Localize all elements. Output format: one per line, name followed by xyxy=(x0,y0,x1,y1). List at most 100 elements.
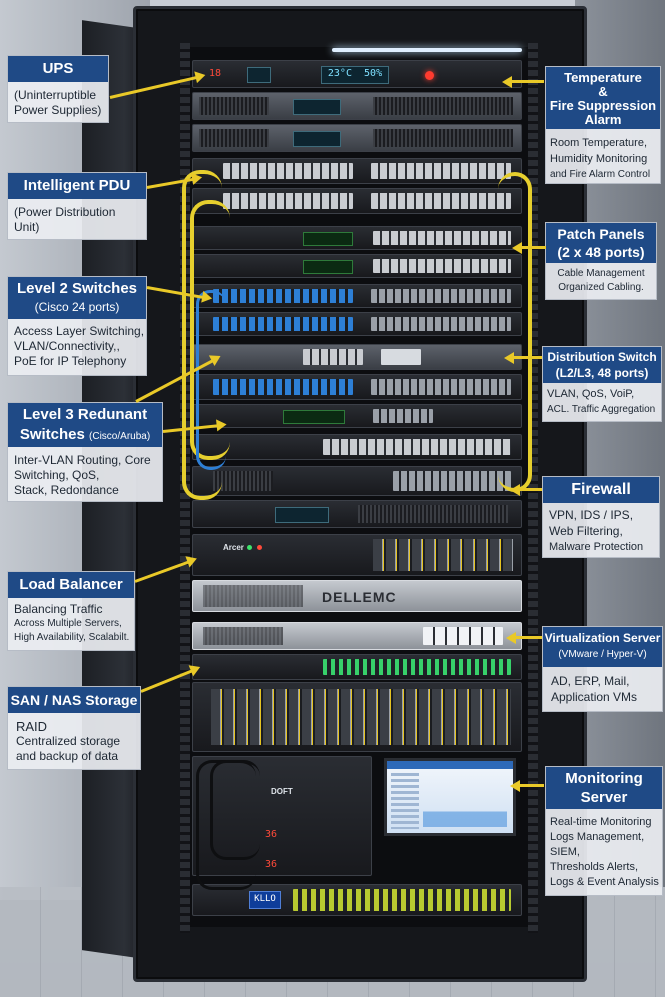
patch-title: Patch Panels xyxy=(557,226,645,242)
ups-lcd-2 xyxy=(293,131,341,147)
mon-desc-line: Real-time Monitoring xyxy=(550,816,652,828)
switch-ports xyxy=(371,317,511,331)
san-desc-line: Centralized storage xyxy=(16,734,121,748)
virt-header: Virtualization Server (VMware / Hyper-V) xyxy=(543,627,662,667)
san-title: SAN / NAS Storage xyxy=(8,687,140,713)
patch-header: Patch Panels (2 x 48 ports) xyxy=(546,223,656,263)
patch-arrow xyxy=(518,246,546,249)
firewall-ports xyxy=(393,471,511,491)
l3-title-2: Switches (Cisco/Aruba) xyxy=(8,425,162,447)
l3-desc-line: Switching, QoS, xyxy=(14,468,100,482)
switch-ports xyxy=(373,409,433,423)
ups-desc-line: Power Supplies) xyxy=(14,103,102,117)
monitoring-screen xyxy=(384,758,516,836)
ups-label-box: UPS (Uninterruptible Power Supplies) xyxy=(7,55,109,123)
l3-desc-line: Inter-VLAN Routing, Core xyxy=(14,453,151,467)
server-leds xyxy=(323,659,511,675)
l2-switch-2 xyxy=(192,312,522,336)
dist-label-box: Distribution Switch (L2/L3, 48 ports) VL… xyxy=(542,346,662,422)
kvm-label: KLLO xyxy=(254,894,276,904)
pdu-desc: (Power Distribution Unit) xyxy=(14,205,115,235)
fw-desc-line: Malware Protection xyxy=(549,541,644,553)
server-vent xyxy=(203,627,283,645)
lb-desc-line: High Availability, Scalabilt. xyxy=(14,632,130,643)
l2-desc-line: Access Layer Switching, xyxy=(14,324,145,338)
l3-label-box: Level 3 Redunant Switches (Cisco/Aruba) … xyxy=(7,402,163,502)
l2-desc: Access Layer Switching, VLAN/Connectivit… xyxy=(14,324,144,369)
monitor-brand: DOFT xyxy=(271,787,293,796)
pdu-label-box: Intelligent PDU (Power Distribution Unit… xyxy=(7,172,147,240)
san-desc-line: and backup of data xyxy=(16,749,119,763)
ups-lcd-1 xyxy=(293,99,341,115)
patch-panel-1 xyxy=(192,188,522,214)
firewall-lcd xyxy=(275,507,329,523)
dist-desc-line: ACL. Traffic Aggregation xyxy=(547,404,656,415)
ups-desc-line: (Uninterruptible xyxy=(14,88,97,102)
firewall-unit-1 xyxy=(192,466,522,496)
l3-switch-1 xyxy=(192,374,522,400)
patch-label-box: Patch Panels (2 x 48 ports) Cable Manage… xyxy=(545,222,657,300)
mon-label-box: Monitoring Server Real-time Monitoring L… xyxy=(545,766,663,896)
arcer-logo: Arcer xyxy=(223,543,244,552)
patch-desc-line: Organized Cabling. xyxy=(558,282,644,293)
switch-ports xyxy=(213,289,353,303)
virt-subtitle: (VMware / Hyper-V) xyxy=(558,649,647,660)
yellow-cable-bundle-right xyxy=(498,172,532,492)
l3-switch-2 xyxy=(192,404,522,428)
ups-desc: (Uninterruptible Power Supplies) xyxy=(14,88,101,118)
patch-desc-line: Cable Management xyxy=(557,268,645,279)
l2-desc-line: VLAN/Connectivity,, xyxy=(14,339,120,353)
temp-desc-line: Room Temperature, xyxy=(550,137,648,149)
l3-title-2-small: (Cisco/Aruba) xyxy=(89,431,151,442)
ups-readout: 18 xyxy=(209,68,222,79)
ups-unit-1 xyxy=(192,92,522,120)
patch-desc: Cable Management Organized Cabling. xyxy=(546,267,656,295)
temp-desc-line: and Fire Alarm Control xyxy=(550,169,651,180)
l3-header: Level 3 Redunant Switches (Cisco/Aruba) xyxy=(8,403,162,447)
fw-arrow xyxy=(516,488,542,491)
ups-title: UPS xyxy=(8,56,108,82)
patch-ports xyxy=(373,231,511,245)
kvm-ports xyxy=(293,889,511,911)
server-ports xyxy=(423,627,503,645)
pdu-desc-line: Unit) xyxy=(14,220,40,234)
dell-logo: DELLEMC xyxy=(322,589,397,605)
l3-title-2-main: Switches xyxy=(19,426,85,443)
l2-switch-1 xyxy=(192,284,522,308)
san-desc: RAID Centralized storage and backup of d… xyxy=(16,719,120,764)
monitor-readout-1: 36 xyxy=(265,829,278,840)
san-label-box: SAN / NAS Storage RAID Centralized stora… xyxy=(7,686,141,770)
switch-status-leds xyxy=(303,260,353,274)
dist-header: Distribution Switch (L2/L3, 48 ports) xyxy=(543,347,661,383)
ups-vent xyxy=(373,97,513,115)
temp-title: Temperature xyxy=(564,70,642,85)
patch-ports xyxy=(223,193,353,209)
firewall-vent xyxy=(358,505,508,523)
firewall-vent xyxy=(213,471,273,491)
temp-readout: 23°C xyxy=(327,68,352,79)
switch-ports xyxy=(213,317,353,331)
patch-panel-2 xyxy=(192,226,522,250)
temp-desc: Room Temperature, Humidity Monitoring an… xyxy=(550,135,650,183)
ups-vent xyxy=(373,129,513,147)
mon-title: Monitoring xyxy=(565,770,643,787)
virt-desc: AD, ERP, Mail, Application VMs xyxy=(551,673,637,705)
dist-desc: VLAN, QoS, VoiP, ACL. Traffic Aggregatio… xyxy=(547,387,655,417)
distribution-switch xyxy=(192,344,522,370)
virt-desc-line: AD, ERP, Mail, xyxy=(551,674,630,688)
dist-arrow xyxy=(510,356,542,359)
switch-status-leds xyxy=(303,232,353,246)
l2-subtitle: (Cisco 24 ports) xyxy=(34,300,120,314)
black-cable-bundle-2 xyxy=(210,760,260,860)
ups-unit-2 xyxy=(192,124,522,152)
pdu-title: Intelligent PDU xyxy=(8,173,146,199)
l2-header: Level 2 Switches (Cisco 24 ports) xyxy=(8,277,146,319)
fire-alarm-light xyxy=(425,71,434,80)
yellow-cable-bundle-left xyxy=(182,170,222,500)
ups-monitor-panel: 18 23°C 50% xyxy=(192,60,522,88)
san-drive-bays xyxy=(211,689,511,745)
dist-title-2: (L2/L3, 48 ports) xyxy=(555,366,649,380)
screen-titlebar xyxy=(387,761,513,769)
status-led xyxy=(257,545,262,550)
l2-desc-line: PoE for IP Telephony xyxy=(14,354,127,368)
